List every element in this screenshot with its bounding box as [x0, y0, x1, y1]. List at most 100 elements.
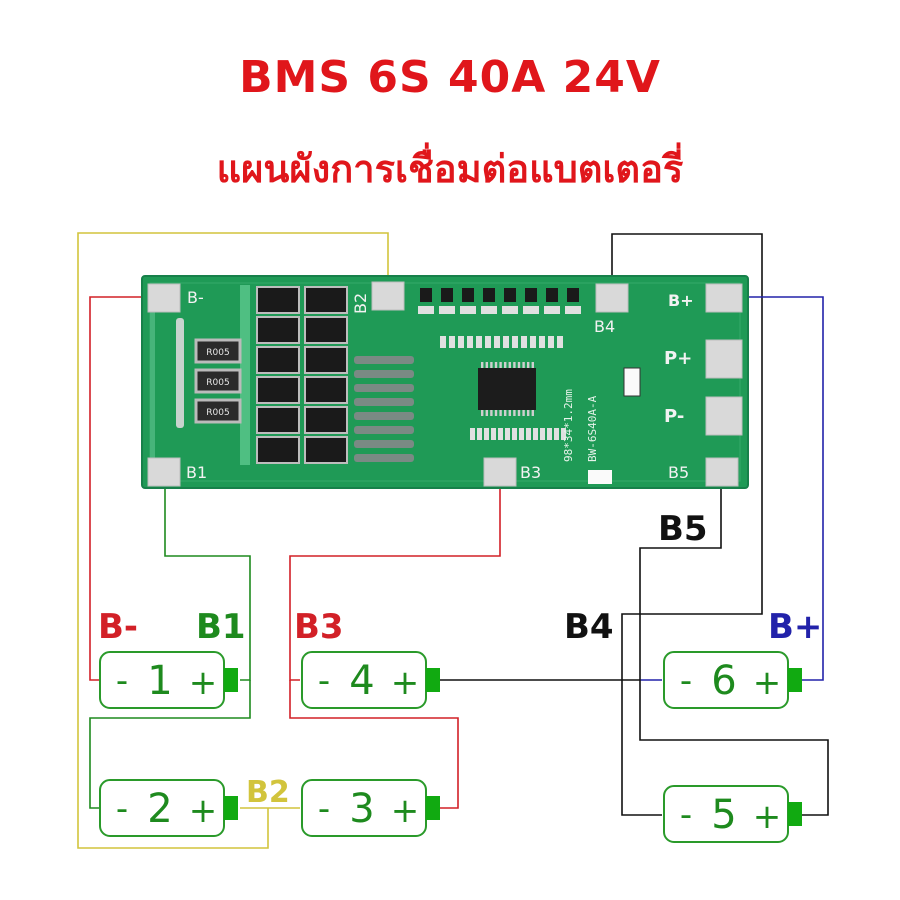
battery-cell: -6+ [663, 651, 802, 709]
pad-b5 [705, 457, 739, 487]
smd-capacitor [505, 428, 510, 440]
mosfet [258, 288, 298, 312]
smd-resistor [354, 426, 414, 434]
cell-positive-terminal [788, 668, 802, 692]
mosfet-array [256, 286, 414, 464]
ic-pins [481, 362, 534, 416]
ic-pin [504, 410, 507, 416]
smd-capacitor [561, 428, 566, 440]
cell-number: 2 [147, 786, 172, 832]
resistor-label: R005 [206, 378, 229, 388]
label-b-minus: B- [98, 607, 138, 647]
pad-p-minus [705, 396, 743, 436]
cell-minus-sign: - [318, 661, 330, 701]
ic-pin [517, 362, 521, 368]
smd-capacitor [533, 428, 538, 440]
mosfet [306, 348, 346, 372]
smd-resistor [544, 306, 560, 314]
ic-pin [499, 410, 502, 416]
board-model-label: BW-6S40A-A [586, 395, 599, 462]
smd-resistor [354, 440, 414, 448]
smd-transistor [483, 288, 495, 302]
smd-resistor [460, 306, 476, 314]
cell-positive-terminal [788, 802, 802, 826]
label-b1: B1 [196, 607, 246, 647]
ic-pin [481, 362, 484, 368]
cell-plus-sign: + [391, 791, 420, 831]
cell-positive-terminal [426, 796, 440, 820]
silk-b4: B4 [594, 317, 615, 336]
smd-transistor [567, 288, 579, 302]
wire-b-plus [745, 296, 824, 681]
smd-capacitor [512, 428, 517, 440]
smd-resistor [565, 306, 581, 314]
wires [77, 232, 829, 849]
label-b4: B4 [564, 607, 614, 647]
wire-cell1-cell2 [89, 680, 251, 809]
smd-capacitor [477, 428, 482, 440]
silk-b-minus: B- [187, 288, 204, 307]
label-b-plus: B+ [768, 607, 822, 647]
pad-labels: B- B1 B2 B3 B4 B5 B+ P+ P- [186, 288, 694, 482]
smd-capacitor [554, 428, 559, 440]
smd-capacitor [519, 428, 524, 440]
smd-capacitor [484, 428, 489, 440]
control-ic [478, 368, 536, 410]
label-b5: B5 [658, 509, 708, 549]
wire-b-minus [89, 296, 150, 681]
cell-positive-terminal [224, 668, 238, 692]
silk-b5: B5 [668, 463, 689, 482]
ic-pin [504, 362, 507, 368]
smd-components [418, 288, 581, 440]
smd-resistor [354, 370, 414, 378]
silk-b2: B2 [351, 293, 370, 314]
bms-board: R005 R005 R005 98*34*1.2mm BW-6S40A-A [141, 275, 749, 489]
smd-capacitor [512, 336, 518, 348]
cell-plus-sign: + [753, 797, 782, 837]
cell-positive-terminal [426, 668, 440, 692]
ic-pin [527, 410, 530, 416]
ic-pin [513, 410, 516, 416]
mosfet [258, 318, 298, 342]
cell-number: 5 [711, 792, 736, 838]
silk-p-plus: P+ [664, 348, 692, 369]
page-subtitle: แผนผังการเชื่อมต่อแบตเตอรี่ [216, 147, 684, 191]
ic-pin [531, 410, 534, 416]
smd-transistor [420, 288, 432, 302]
resistor-label: R005 [206, 408, 229, 418]
smd-resistor [354, 356, 414, 364]
battery-cell: -3+ [301, 779, 440, 837]
smd-capacitor [547, 428, 552, 440]
ic-pin [508, 362, 511, 368]
smd-resistor [439, 306, 455, 314]
battery-cells: -1+-2+-3+-4+-5+-6+ [99, 651, 802, 843]
wire-b2 [77, 232, 389, 849]
cell-minus-sign: - [680, 795, 692, 835]
smd-capacitor [539, 336, 545, 348]
battery-cell: -4+ [301, 651, 440, 709]
smd-capacitor [503, 336, 509, 348]
smd-capacitor [494, 336, 500, 348]
mosfet [306, 288, 346, 312]
cell-plus-sign: + [391, 663, 420, 703]
ic-pin [531, 362, 534, 368]
wire-cell3-cell4 [289, 680, 459, 809]
page-title: BMS 6S 40A 24V [239, 52, 661, 103]
smd-capacitor [557, 336, 563, 348]
smd-capacitor [470, 428, 475, 440]
smd-capacitor [521, 336, 527, 348]
label-b2: B2 [246, 775, 290, 810]
battery-cell: -2+ [99, 779, 238, 837]
solder-pads [147, 281, 743, 487]
resistor-label: R005 [206, 348, 229, 358]
label-b3: B3 [294, 607, 344, 647]
smd-capacitor [498, 428, 503, 440]
cell-minus-sign: - [318, 789, 330, 829]
smd-capacitor [476, 336, 482, 348]
battery-cell: -1+ [99, 651, 238, 709]
cell-minus-sign: - [116, 661, 128, 701]
board-size-label: 98*34*1.2mm [562, 389, 575, 462]
mosfet [306, 378, 346, 402]
